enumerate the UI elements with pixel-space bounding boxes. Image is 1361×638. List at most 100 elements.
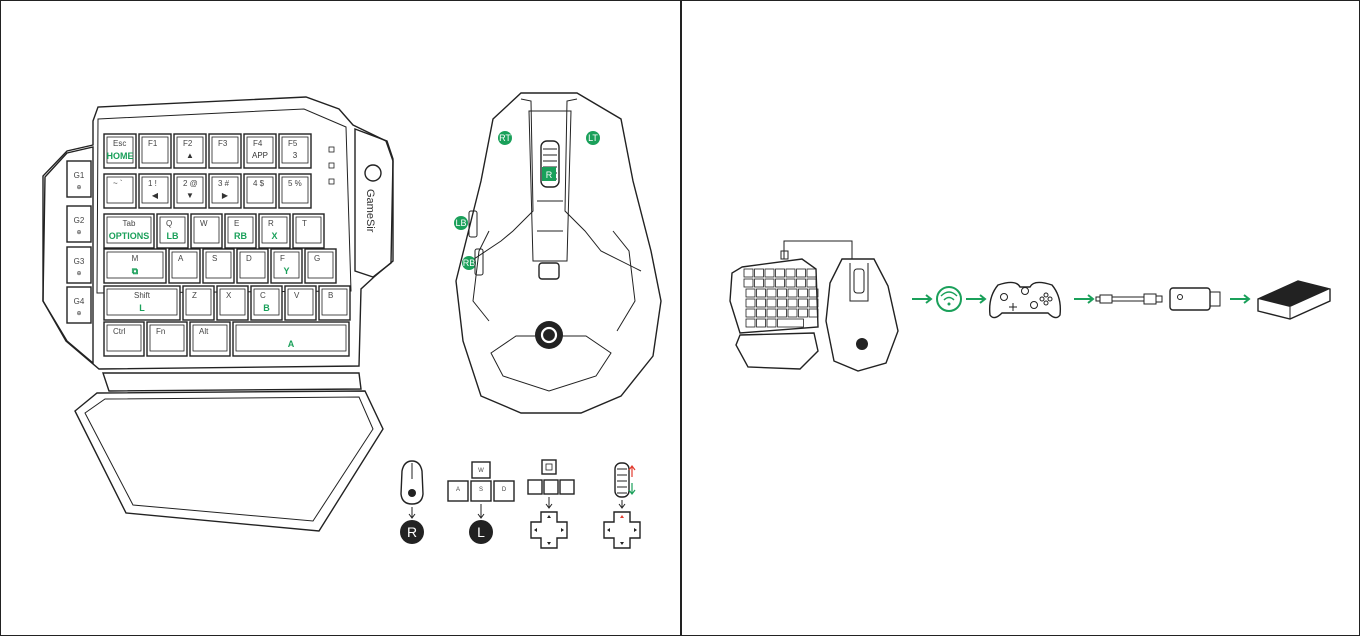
key: B	[318, 285, 351, 321]
side-key: G1 ⊕	[66, 160, 92, 198]
key-gamepad-label: Y	[283, 266, 289, 276]
key: G	[304, 248, 337, 284]
key-label: C	[260, 291, 266, 300]
key-gamepad-label: RB	[234, 231, 247, 241]
svg-text:RB: RB	[463, 258, 476, 268]
mini-key	[777, 318, 804, 328]
side-key-label: G1	[74, 171, 85, 180]
mini-key	[787, 308, 798, 318]
mini-key	[754, 268, 764, 278]
mini-key	[798, 298, 808, 308]
indicator-led	[328, 162, 335, 169]
scroll-wheel	[540, 140, 560, 188]
mouse: RT LT R LB RB	[454, 92, 662, 414]
side-key: G2⊕	[66, 205, 92, 243]
mini-key	[777, 288, 787, 298]
key-label: G	[314, 254, 320, 263]
side-key-sublabel: ⊕	[76, 185, 81, 191]
key: 5 %	[278, 173, 312, 209]
key-label: D	[246, 254, 252, 263]
key: Alt	[189, 321, 231, 357]
key-label: F	[280, 254, 285, 263]
key: S	[202, 248, 235, 284]
key-sublabel: ▲	[186, 151, 194, 160]
mini-key	[756, 318, 766, 328]
key-label: T	[302, 219, 307, 228]
mini-key	[775, 278, 785, 288]
mini-key	[806, 278, 817, 288]
mapping-scroll	[603, 462, 641, 549]
mini-key	[785, 278, 796, 288]
svg-text:D: D	[502, 487, 507, 493]
key-label: R	[268, 219, 274, 228]
palm-rest-hinge	[102, 372, 362, 392]
key: QLB	[156, 213, 189, 249]
key-label: F5	[288, 139, 298, 148]
key: V	[284, 285, 317, 321]
rb-badge: RB	[462, 256, 476, 270]
svg-text:S: S	[479, 487, 483, 493]
lb-badge: LB	[454, 216, 468, 230]
mini-key	[775, 268, 785, 278]
key-label: F4	[253, 139, 263, 148]
palm-rest	[74, 390, 384, 532]
right-stick-label: R	[407, 524, 417, 540]
key-label: Shift	[134, 291, 151, 300]
mini-key	[796, 278, 806, 288]
key: ERB	[224, 213, 257, 249]
indicator-led	[328, 178, 335, 185]
key-label: Esc	[113, 139, 126, 148]
key: D	[236, 248, 269, 284]
key-label: Fn	[156, 327, 165, 336]
key-gamepad-label: A	[288, 339, 295, 349]
side-key-label: G3	[74, 257, 85, 266]
key-label: 5 %	[288, 179, 302, 188]
key-label: 3 #	[218, 179, 230, 188]
mini-key	[745, 308, 756, 318]
mini-key	[756, 308, 766, 318]
key-gamepad-label: B	[263, 303, 270, 313]
svg-text:LT: LT	[588, 133, 598, 143]
flow-arrow	[912, 294, 933, 304]
key-sublabel: ▶	[222, 191, 229, 200]
key: 2 @▼	[173, 173, 207, 209]
key: ~ `	[103, 173, 137, 209]
flow-arrow	[966, 294, 987, 304]
key-label: Tab	[123, 219, 136, 228]
key: T	[292, 213, 325, 249]
side-key: G3⊕	[66, 246, 92, 284]
mini-key	[743, 268, 754, 278]
key: Ctrl	[103, 321, 145, 357]
keyboard-mouse-icon	[729, 240, 899, 372]
mini-key	[808, 288, 819, 298]
key: Z	[182, 285, 215, 321]
svg-text:RT: RT	[499, 133, 511, 143]
key: CB	[250, 285, 283, 321]
side-button	[474, 248, 484, 276]
svg-text:A: A	[456, 487, 460, 493]
key-gamepad-label: ⧉	[132, 266, 139, 276]
mini-key	[787, 298, 798, 308]
svg-text:R: R	[546, 170, 553, 180]
mouse-logo-icon	[535, 321, 563, 349]
key-label: X	[226, 291, 232, 300]
key: F3	[208, 133, 242, 169]
mini-key	[796, 268, 806, 278]
rt-badge: RT	[498, 131, 512, 145]
mini-key	[766, 298, 777, 308]
key-label: S	[212, 254, 217, 263]
mini-key	[756, 288, 766, 298]
key: FY	[270, 248, 303, 284]
key: 1 !◀	[138, 173, 172, 209]
key: X	[216, 285, 249, 321]
key-sublabel: APP	[252, 151, 268, 160]
scroll-wheel-icon	[614, 462, 630, 498]
mini-key	[754, 278, 764, 288]
mini-key	[798, 308, 808, 318]
key-label: 1 !	[148, 179, 157, 188]
